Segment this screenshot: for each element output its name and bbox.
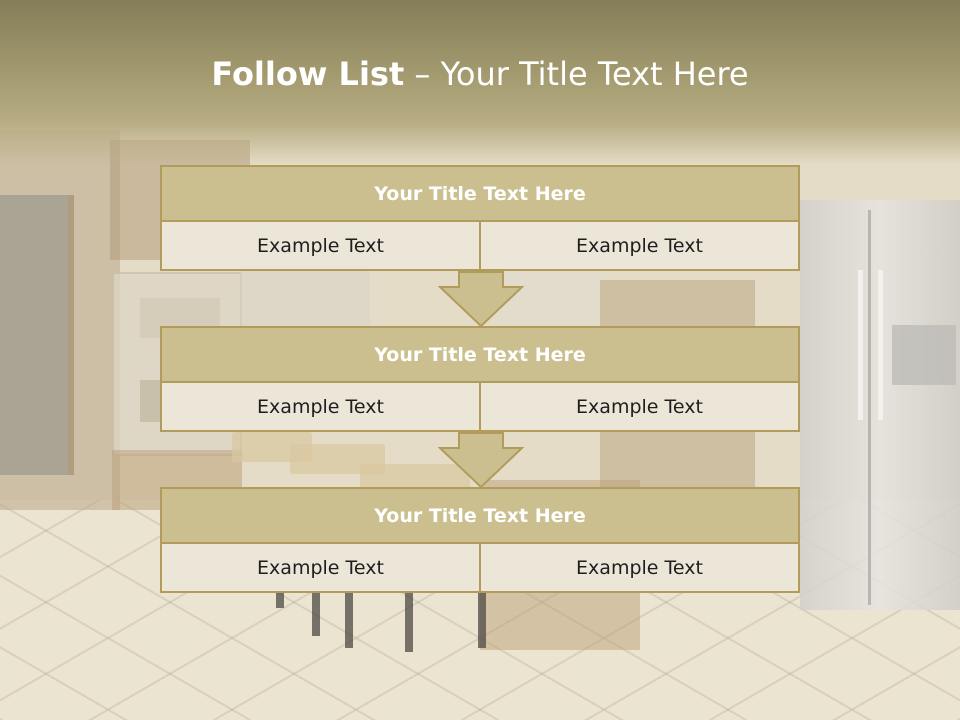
block-cell-right[interactable]: Example Text <box>481 220 800 271</box>
block-title[interactable]: Your Title Text Here <box>160 326 800 381</box>
block-cell-right[interactable]: Example Text <box>481 381 800 432</box>
background-fridge-split <box>868 210 871 605</box>
slide-title: Follow List – Your Title Text Here <box>0 55 960 93</box>
block-title[interactable]: Your Title Text Here <box>160 165 800 220</box>
down-arrow-icon <box>438 432 524 488</box>
background-dispenser <box>892 325 956 385</box>
background-stool-leg <box>345 592 353 648</box>
background-fridge-handle <box>878 270 883 420</box>
slide-title-bold: Follow List <box>211 55 405 93</box>
background-stool-leg <box>312 592 320 636</box>
background-fridge-handle <box>858 270 863 420</box>
background-stool-leg <box>276 592 284 608</box>
down-arrow-icon <box>438 271 524 327</box>
block-cell-left[interactable]: Example Text <box>160 381 481 432</box>
list-block-1: Your Title Text Here Example Text Exampl… <box>160 165 800 271</box>
block-row: Example Text Example Text <box>160 381 800 432</box>
background-stool-leg <box>478 592 486 648</box>
block-cell-right[interactable]: Example Text <box>481 542 800 593</box>
block-cell-left[interactable]: Example Text <box>160 542 481 593</box>
list-block-2: Your Title Text Here Example Text Exampl… <box>160 326 800 432</box>
block-title[interactable]: Your Title Text Here <box>160 487 800 542</box>
block-cell-left[interactable]: Example Text <box>160 220 481 271</box>
list-block-3: Your Title Text Here Example Text Exampl… <box>160 487 800 593</box>
slide-title-rest: – Your Title Text Here <box>404 55 749 93</box>
header-band <box>0 0 960 165</box>
block-row: Example Text Example Text <box>160 220 800 271</box>
background-doorway <box>0 195 74 475</box>
block-row: Example Text Example Text <box>160 542 800 593</box>
background-stool-leg <box>405 592 413 652</box>
